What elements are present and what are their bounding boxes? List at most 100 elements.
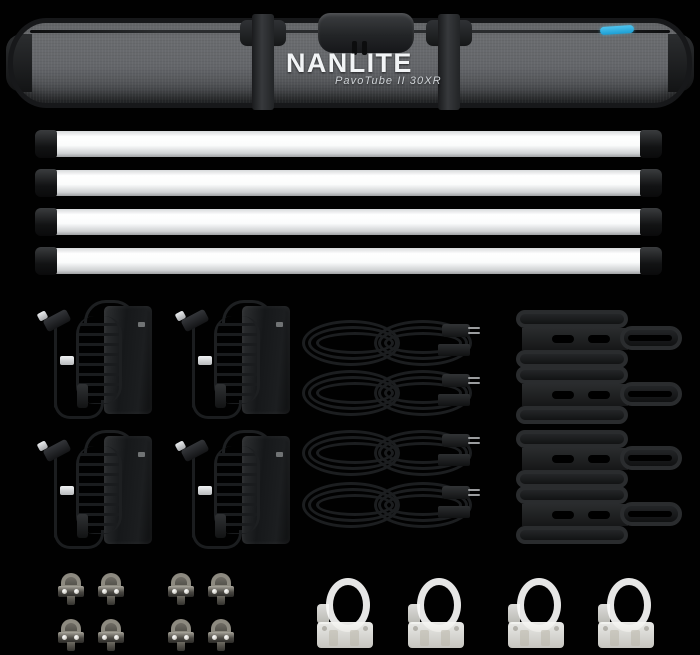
cord-coil	[378, 436, 468, 470]
cord-coil	[384, 332, 462, 354]
mounting-strap	[516, 486, 684, 546]
brand-logo-text: NANLITE	[286, 48, 413, 78]
plug-prong	[468, 377, 480, 379]
tube-end-cap-left	[35, 130, 57, 158]
clamp-screw	[102, 589, 107, 594]
adapter-label	[138, 322, 145, 327]
clamp-stem	[217, 642, 225, 651]
cord-coil	[374, 320, 472, 366]
cord-coil	[384, 494, 462, 516]
strap-bar-top	[516, 430, 628, 448]
clamp-screw	[62, 635, 67, 640]
strap-slot	[588, 335, 610, 343]
clamp-body	[98, 586, 124, 597]
ac-power-cord	[300, 428, 480, 476]
clip-screw-hole	[644, 626, 649, 631]
clamp-body	[58, 586, 84, 597]
ferrite-bead	[77, 384, 88, 408]
plug-prong	[468, 494, 480, 496]
cord-coil	[378, 376, 468, 410]
clip-screw-hole	[554, 626, 559, 631]
cord-coil	[374, 370, 472, 416]
dc-cable-bend	[54, 530, 104, 549]
clip-screw-hole	[363, 626, 368, 631]
clamp-body	[208, 586, 234, 597]
clamp-body	[168, 586, 194, 597]
iec-connector	[438, 454, 470, 466]
dc-cable-bend	[192, 530, 242, 549]
strap-tail-slot	[628, 455, 672, 461]
shoulder-strap-right	[438, 14, 460, 110]
clamp-body	[208, 632, 234, 643]
cord-coil	[384, 382, 462, 404]
cable-tie	[60, 356, 74, 365]
ferrite-bead	[77, 514, 88, 538]
plug-prong	[468, 489, 480, 491]
strap-slot	[552, 455, 574, 463]
plug-prong	[468, 332, 480, 334]
clamp-screw	[62, 589, 67, 594]
clip-notch	[441, 630, 450, 646]
dc-barrel-plug	[180, 308, 210, 333]
ac-plug-body	[442, 324, 470, 337]
clip-screw-hole	[603, 626, 608, 631]
clip-notch	[420, 630, 429, 646]
dc-cable-bend	[54, 400, 104, 419]
strap-slot	[588, 455, 610, 463]
mounting-strap	[516, 310, 684, 370]
strap-bar-top	[516, 366, 628, 384]
clamp-screw	[212, 589, 217, 594]
clamp-screw	[224, 589, 229, 594]
plug-prong	[468, 437, 480, 439]
strap-web	[522, 384, 628, 406]
clip-notch	[520, 630, 529, 646]
dc-cable-bend	[192, 400, 242, 419]
led-tube-light	[35, 208, 662, 236]
cord-coil	[374, 430, 472, 476]
clip-notch	[329, 630, 338, 646]
strap-bar-bottom	[516, 526, 628, 544]
tube-end-cap-left	[35, 247, 57, 275]
strap-slot	[552, 511, 574, 519]
shoulder-strap-left	[252, 14, 274, 110]
plug-prong	[468, 382, 480, 384]
clamp-screw	[102, 635, 107, 640]
clamp-screw	[212, 635, 217, 640]
power-adapter	[36, 430, 152, 550]
strap-bar-bottom	[516, 406, 628, 424]
dc-barrel-plug	[42, 308, 72, 333]
clamp-screw	[74, 635, 79, 640]
clip-screw-hole	[513, 626, 518, 631]
clamp-screw	[172, 589, 177, 594]
ac-plug-body	[442, 486, 470, 499]
clip-notch	[610, 630, 619, 646]
strap-tail-slot	[628, 511, 672, 517]
metal-mounting-clamp	[208, 573, 234, 605]
clip-notch	[631, 630, 640, 646]
metal-mounting-clamp	[58, 619, 84, 651]
strap-tail-slot	[628, 335, 672, 341]
tube-holder-clip	[598, 578, 654, 650]
ferrite-bead	[215, 514, 226, 538]
iec-connector	[438, 394, 470, 406]
cord-coil	[378, 326, 468, 360]
clamp-stem	[107, 642, 115, 651]
iec-connector	[438, 344, 470, 356]
ferrite-bead	[215, 384, 226, 408]
model-name-text: PavoTube II 30XR	[335, 75, 442, 87]
strap-bar-top	[516, 486, 628, 504]
tube-diffuser	[49, 170, 648, 196]
mounting-strap	[516, 366, 684, 426]
iec-connector	[438, 506, 470, 518]
clamp-stem	[177, 642, 185, 651]
power-adapter	[36, 300, 152, 420]
cord-coil	[384, 442, 462, 464]
tube-end-cap-right	[640, 169, 662, 197]
tube-end-cap-left	[35, 208, 57, 236]
strap-slot	[588, 511, 610, 519]
strap-web	[522, 504, 628, 526]
dc-cable	[54, 326, 57, 408]
ac-power-cord	[300, 480, 480, 528]
metal-mounting-clamp	[98, 619, 124, 651]
